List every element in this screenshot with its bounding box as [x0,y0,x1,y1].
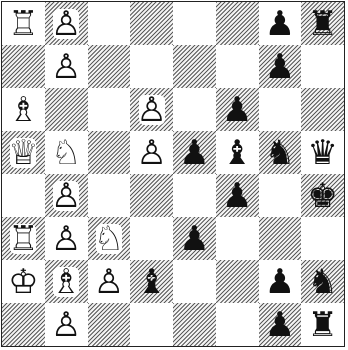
chess-board: ♖ ♙ ♟ ♜ ♙ ♟ ♗ ♙ ♟ ♕ ♘ ♙ ♟ ♝ ♞ ♛ ♙ ♟ ♚ ♖ ♙ ♘ ♟ ♔ ♗ ♙ ♝ ♟ ♞ ♙ ♟ ♜ [1,1,345,347]
white-pawn-icon[interactable]: ♙ [51,50,81,84]
black-pawn-icon[interactable]: ♟ [265,50,295,84]
square-r1-c4[interactable] [130,2,173,45]
square-r3-c1[interactable]: ♗ [2,88,45,131]
square-r7-c7[interactable]: ♟ [259,260,302,303]
square-r2-c7[interactable]: ♟ [259,45,302,88]
square-r1-c2[interactable]: ♙ [45,2,88,45]
square-r3-c2[interactable] [45,88,88,131]
square-r2-c3[interactable] [88,45,131,88]
white-rook-icon[interactable]: ♖ [8,7,38,41]
square-r5-c6[interactable]: ♟ [216,174,259,217]
white-bishop-icon[interactable]: ♗ [51,265,81,299]
square-r5-c2[interactable]: ♙ [45,174,88,217]
black-queen-icon[interactable]: ♛ [307,136,337,170]
square-r4-c7[interactable]: ♞ [259,131,302,174]
black-pawn-icon[interactable]: ♟ [265,308,295,342]
square-r1-c7[interactable]: ♟ [259,2,302,45]
white-queen-icon[interactable]: ♕ [8,136,38,170]
square-r1-c5[interactable] [173,2,216,45]
white-pawn-icon[interactable]: ♙ [51,308,81,342]
white-bishop-icon[interactable]: ♗ [8,93,38,127]
square-r8-c2[interactable]: ♙ [45,303,88,346]
square-r3-c5[interactable] [173,88,216,131]
black-bishop-icon[interactable]: ♝ [136,265,166,299]
square-r4-c4[interactable]: ♙ [130,131,173,174]
square-r5-c8[interactable]: ♚ [301,174,344,217]
square-r6-c4[interactable] [130,217,173,260]
white-pawn-icon[interactable]: ♙ [136,136,166,170]
square-r2-c1[interactable] [2,45,45,88]
square-r6-c1[interactable]: ♖ [2,217,45,260]
square-r7-c4[interactable]: ♝ [130,260,173,303]
black-pawn-icon[interactable]: ♟ [265,7,295,41]
square-r7-c2[interactable]: ♗ [45,260,88,303]
black-pawn-icon[interactable]: ♟ [222,93,252,127]
square-r4-c8[interactable]: ♛ [301,131,344,174]
square-r3-c3[interactable] [88,88,131,131]
white-knight-icon[interactable]: ♘ [94,222,124,256]
black-knight-icon[interactable]: ♞ [307,265,337,299]
square-r5-c4[interactable] [130,174,173,217]
square-r6-c5[interactable]: ♟ [173,217,216,260]
square-r7-c8[interactable]: ♞ [301,260,344,303]
black-pawn-icon[interactable]: ♟ [222,179,252,213]
square-r7-c3[interactable]: ♙ [88,260,131,303]
square-r7-c1[interactable]: ♔ [2,260,45,303]
white-pawn-icon[interactable]: ♙ [136,93,166,127]
square-r4-c5[interactable]: ♟ [173,131,216,174]
square-r8-c8[interactable]: ♜ [301,303,344,346]
black-bishop-icon[interactable]: ♝ [222,136,252,170]
white-king-icon[interactable]: ♔ [8,265,38,299]
square-r2-c8[interactable] [301,45,344,88]
square-r5-c5[interactable] [173,174,216,217]
square-r8-c7[interactable]: ♟ [259,303,302,346]
white-knight-icon[interactable]: ♘ [51,136,81,170]
square-r3-c8[interactable] [301,88,344,131]
square-r7-c6[interactable] [216,260,259,303]
square-r5-c7[interactable] [259,174,302,217]
square-r3-c4[interactable]: ♙ [130,88,173,131]
square-r3-c7[interactable] [259,88,302,131]
square-r4-c3[interactable] [88,131,131,174]
square-r7-c5[interactable] [173,260,216,303]
black-pawn-icon[interactable]: ♟ [179,136,209,170]
square-r3-c6[interactable]: ♟ [216,88,259,131]
square-r6-c8[interactable] [301,217,344,260]
square-r2-c6[interactable] [216,45,259,88]
square-r4-c1[interactable]: ♕ [2,131,45,174]
square-r1-c3[interactable] [88,2,131,45]
white-pawn-icon[interactable]: ♙ [94,265,124,299]
square-r6-c6[interactable] [216,217,259,260]
black-pawn-icon[interactable]: ♟ [265,265,295,299]
square-r2-c4[interactable] [130,45,173,88]
square-r6-c7[interactable] [259,217,302,260]
black-pawn-icon[interactable]: ♟ [179,222,209,256]
white-pawn-icon[interactable]: ♙ [51,7,81,41]
square-r1-c1[interactable]: ♖ [2,2,45,45]
white-pawn-icon[interactable]: ♙ [51,222,81,256]
square-r5-c3[interactable] [88,174,131,217]
square-r8-c1[interactable] [2,303,45,346]
square-r8-c4[interactable] [130,303,173,346]
square-r2-c5[interactable] [173,45,216,88]
white-pawn-icon[interactable]: ♙ [51,179,81,213]
square-r4-c2[interactable]: ♘ [45,131,88,174]
square-r2-c2[interactable]: ♙ [45,45,88,88]
square-r8-c5[interactable] [173,303,216,346]
black-knight-icon[interactable]: ♞ [265,136,295,170]
square-r1-c8[interactable]: ♜ [301,2,344,45]
black-king-icon[interactable]: ♚ [307,179,337,213]
square-r6-c2[interactable]: ♙ [45,217,88,260]
black-rook-icon[interactable]: ♜ [307,7,337,41]
white-rook-icon[interactable]: ♖ [8,222,38,256]
black-rook-icon[interactable]: ♜ [307,308,337,342]
square-r4-c6[interactable]: ♝ [216,131,259,174]
square-r5-c1[interactable] [2,174,45,217]
square-r8-c3[interactable] [88,303,131,346]
square-r8-c6[interactable] [216,303,259,346]
square-r1-c6[interactable] [216,2,259,45]
square-r6-c3[interactable]: ♘ [88,217,131,260]
